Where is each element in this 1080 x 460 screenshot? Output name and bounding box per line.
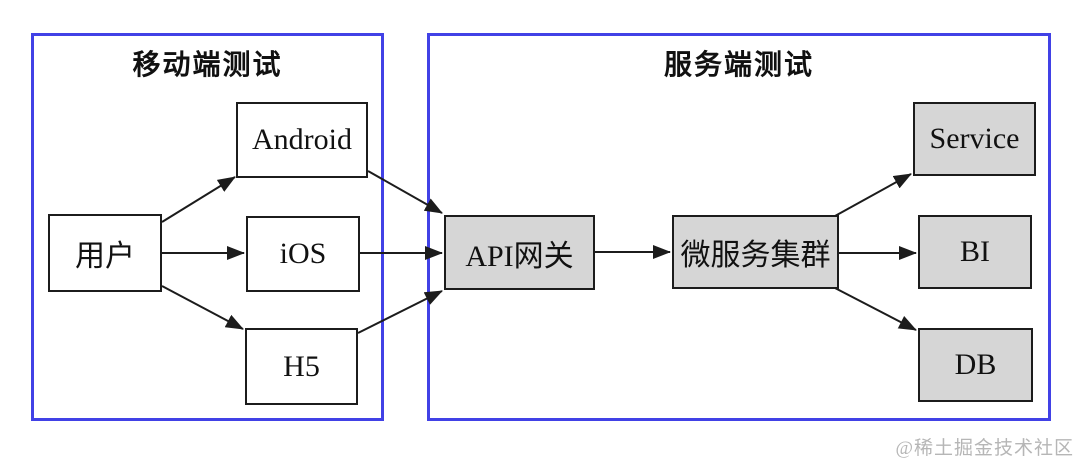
watermark-text: @稀土掘金技术社区 [895, 438, 1074, 459]
arrow-user-to-h5 [161, 285, 244, 330]
node-bi: BI [918, 215, 1032, 289]
node-android-label: Android [252, 123, 352, 156]
node-h5: H5 [245, 328, 358, 405]
node-user: 用户 [48, 214, 162, 292]
node-service-label: Service [929, 122, 1020, 155]
node-microservice-cluster-label: 微服务集群 [680, 239, 831, 272]
node-user-label: 用户 [75, 240, 135, 273]
group-title-mobile: 移动端测试 [132, 50, 283, 81]
node-h5-label: H5 [283, 349, 320, 383]
node-api-gateway: API网关 [444, 215, 595, 290]
node-db-label: DB [954, 348, 997, 381]
node-ios-label: iOS [279, 237, 327, 270]
group-server-testing: 服务端测试 [427, 33, 1051, 421]
node-service: Service [913, 102, 1036, 176]
node-android: Android [236, 102, 368, 178]
group-mobile-testing: 移动端测试 [31, 33, 384, 421]
arrow-h5-to-api-gateway [357, 290, 443, 334]
node-api-gateway-label: API网关 [465, 239, 574, 273]
arrow-user-to-android [161, 176, 236, 223]
group-title-server: 服务端测试 [663, 50, 814, 81]
arrow-android-to-api-gateway [367, 170, 443, 214]
node-db: DB [918, 328, 1033, 402]
node-microservice-cluster: 微服务集群 [672, 215, 839, 289]
arrow-cluster-to-service [834, 173, 912, 217]
node-bi-label: BI [960, 235, 990, 268]
arrow-cluster-to-db [834, 287, 917, 331]
node-ios: iOS [246, 216, 360, 292]
